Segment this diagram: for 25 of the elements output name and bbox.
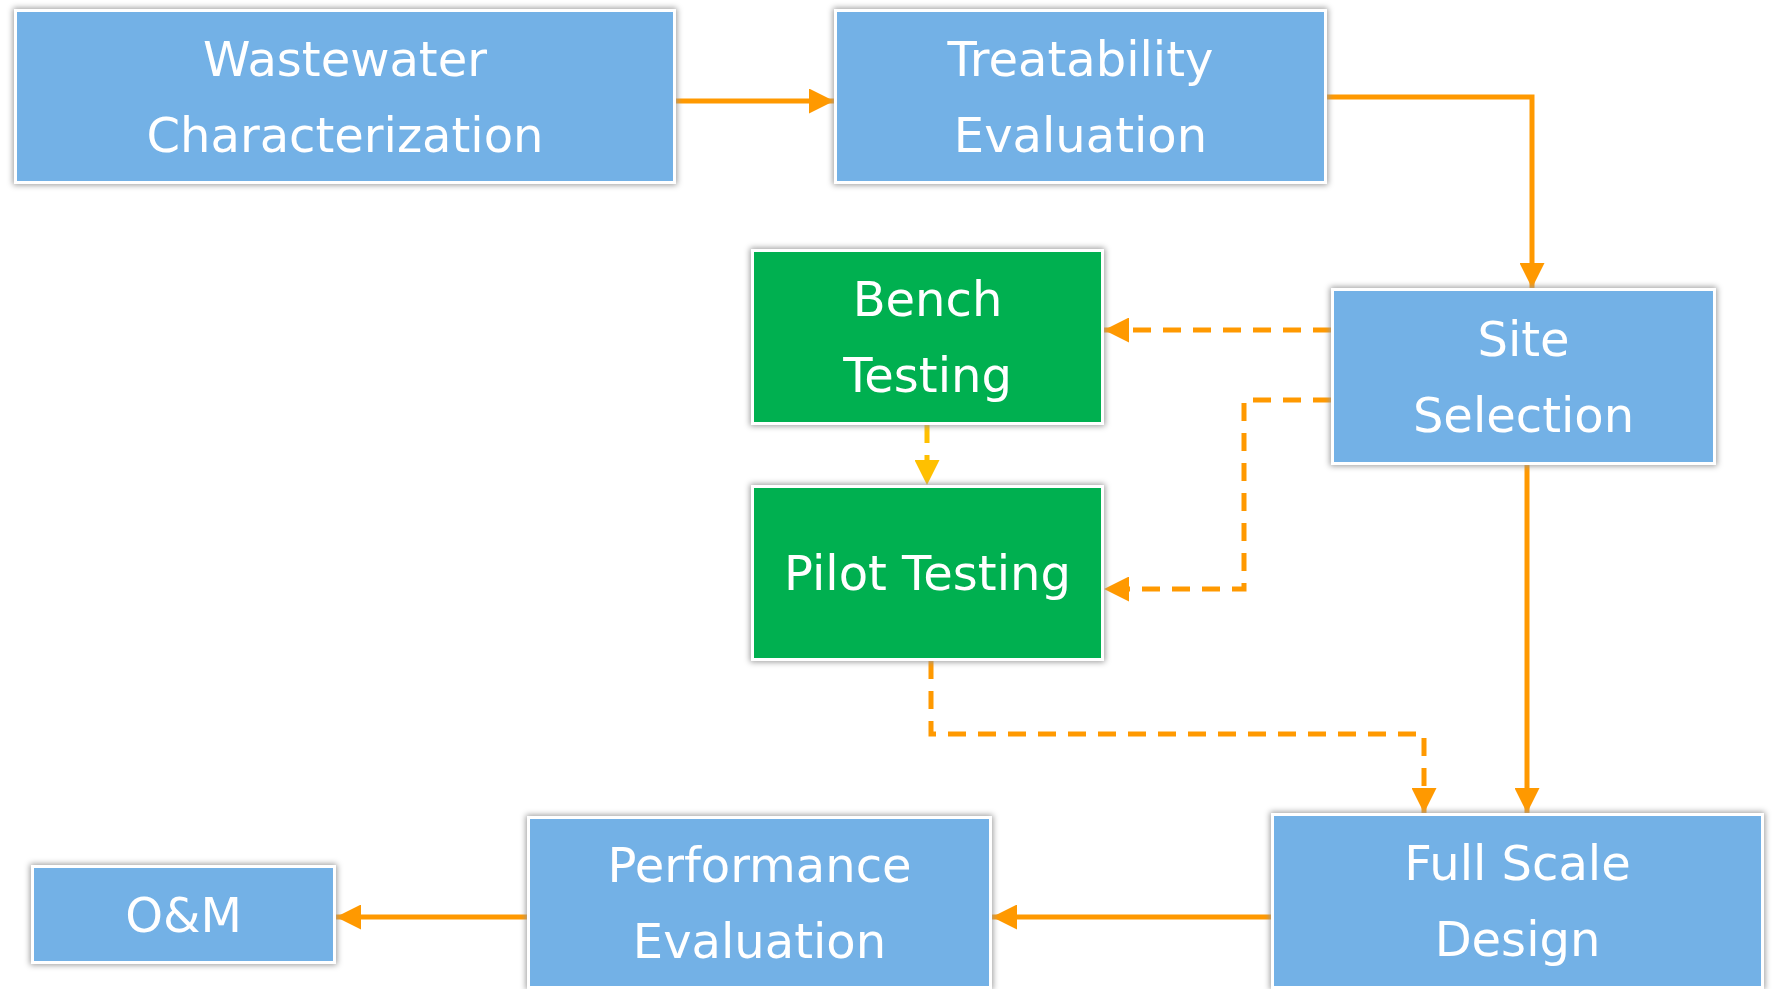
process-box <box>1331 288 1716 465</box>
arrow <box>1104 317 1331 343</box>
arrow <box>1514 465 1540 813</box>
box-label: Wastewater Characterization <box>145 29 545 165</box>
arrow <box>1327 94 1545 288</box>
arrow <box>992 904 1271 930</box>
process-box <box>14 9 676 184</box>
arrow <box>928 661 1437 813</box>
process-box <box>527 816 992 989</box>
box-label: Full Scale Design <box>1403 834 1632 969</box>
box-label: Pilot Testing <box>783 544 1072 603</box>
box-label: Treatability Evaluation <box>946 29 1215 165</box>
process-box <box>751 485 1104 661</box>
process-box <box>1271 813 1764 989</box>
arrow <box>336 904 527 930</box>
arrow <box>914 425 940 485</box>
arrow <box>1104 397 1331 602</box>
process-box <box>31 865 336 964</box>
arrow <box>676 88 834 114</box>
process-box <box>834 9 1327 184</box>
box-label: Site Selection <box>1411 309 1636 445</box>
box-label: O&M <box>124 885 243 945</box>
process-box <box>751 249 1104 425</box>
box-label: Performance Evaluation <box>606 835 913 971</box>
box-label: Bench Testing <box>842 270 1013 405</box>
